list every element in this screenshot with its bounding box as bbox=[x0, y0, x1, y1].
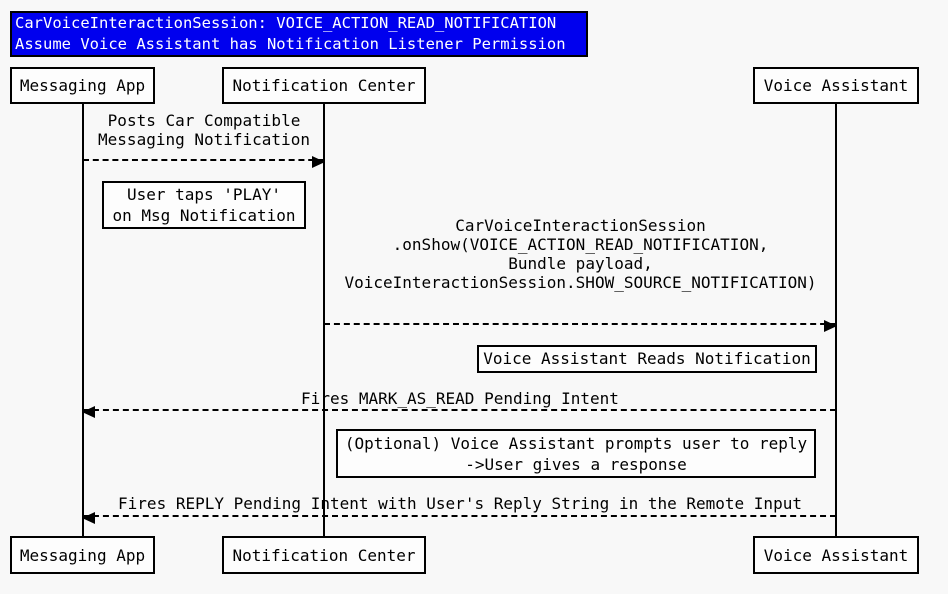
actor-messaging-app-label: Messaging App bbox=[19, 545, 146, 565]
actor-notification-center-label: Notification Center bbox=[232, 545, 416, 565]
message-posts-notification-arrow bbox=[83, 156, 325, 168]
note-optional-reply-prompt-line-2: ->User gives a response bbox=[465, 454, 687, 474]
lifeline-notification-center bbox=[323, 103, 325, 537]
message-mark-as-read-line-1: Fires MARK_AS_READ Pending Intent bbox=[301, 389, 619, 408]
message-reply-intent-arrow bbox=[82, 512, 836, 524]
actor-voice-assistant-top: Voice Assistant bbox=[753, 67, 919, 104]
message-reply-intent-line-1: Fires REPLY Pending Intent with User's R… bbox=[118, 494, 802, 513]
actor-notification-center-top: Notification Center bbox=[222, 67, 426, 104]
arrowhead-left-icon bbox=[82, 512, 95, 524]
note-user-taps-play: User taps 'PLAY' on Msg Notification bbox=[102, 181, 306, 229]
note-voice-assistant-reads: Voice Assistant Reads Notification bbox=[477, 345, 817, 373]
message-onshow-line-3: Bundle payload, bbox=[508, 254, 653, 273]
actor-voice-assistant-label: Voice Assistant bbox=[763, 76, 909, 95]
arrowhead-right-icon bbox=[824, 320, 837, 332]
actor-messaging-app-label: Messaging App bbox=[19, 76, 146, 95]
lifeline-messaging-app bbox=[82, 103, 84, 537]
message-posts-notification-line-1: Posts Car Compatible bbox=[107, 111, 301, 130]
diagram-title: CarVoiceInteractionSession: VOICE_ACTION… bbox=[10, 11, 588, 57]
message-mark-as-read-arrow bbox=[82, 406, 836, 418]
actor-messaging-app-top: Messaging App bbox=[10, 67, 155, 104]
note-user-taps-play-line-1: User taps 'PLAY' bbox=[126, 185, 282, 204]
message-reply-intent-label: Fires REPLY Pending Intent with User's R… bbox=[84, 494, 836, 513]
arrowhead-right-icon bbox=[312, 156, 325, 168]
diagram-title-line-2: Assume Voice Assistant has Notification … bbox=[15, 35, 566, 53]
actor-notification-center-label: Notification Center bbox=[232, 76, 416, 95]
note-user-taps-play-line-2: on Msg Notification bbox=[112, 206, 296, 225]
actor-notification-center-bottom: Notification Center bbox=[222, 536, 426, 574]
message-mark-as-read-label: Fires MARK_AS_READ Pending Intent bbox=[84, 389, 836, 408]
actor-voice-assistant-bottom: Voice Assistant bbox=[753, 536, 919, 574]
diagram-title-line-1: CarVoiceInteractionSession: VOICE_ACTION… bbox=[15, 14, 557, 32]
arrowhead-left-icon bbox=[82, 406, 95, 418]
message-onshow-line-2: .onShow(VOICE_ACTION_READ_NOTIFICATION, bbox=[392, 235, 769, 254]
message-onshow-line-4: VoiceInteractionSession.SHOW_SOURCE_NOTI… bbox=[344, 273, 817, 292]
actor-messaging-app-bottom: Messaging App bbox=[10, 536, 155, 574]
message-onshow-arrow bbox=[324, 320, 837, 332]
note-voice-assistant-reads-line-1: Voice Assistant Reads Notification bbox=[483, 349, 811, 368]
note-optional-reply-prompt-line-1: (Optional) Voice Assistant prompts user … bbox=[344, 433, 808, 453]
message-onshow-line-1: CarVoiceInteractionSession bbox=[455, 216, 706, 235]
message-posts-notification-line-2: Messaging Notification bbox=[98, 130, 310, 149]
message-posts-notification-label: Posts Car Compatible Messaging Notificat… bbox=[84, 111, 324, 149]
message-onshow-label: CarVoiceInteractionSession .onShow(VOICE… bbox=[325, 216, 836, 292]
note-optional-reply-prompt: (Optional) Voice Assistant prompts user … bbox=[336, 429, 816, 478]
actor-voice-assistant-label: Voice Assistant bbox=[763, 545, 909, 565]
